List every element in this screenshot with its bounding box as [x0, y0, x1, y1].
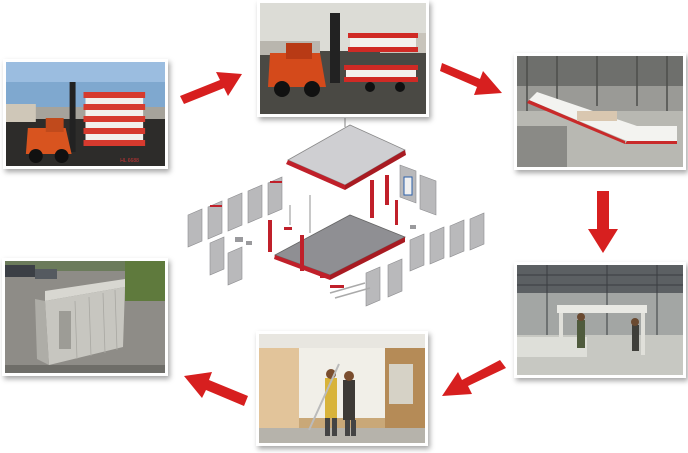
wall-panel [227, 246, 243, 286]
exploded-container-diagram [180, 115, 500, 315]
wall-panel [409, 233, 425, 272]
photo-forklift-transport [257, 0, 429, 117]
photo-finished-container [2, 258, 168, 376]
wall-panel [267, 176, 283, 216]
arrow-down-icon [588, 191, 618, 253]
photo-assembly-hall [514, 262, 686, 378]
photo-forklift-loading: HL 6688 [3, 59, 168, 169]
wall-panel [469, 212, 485, 251]
wall-panel [247, 184, 263, 224]
wall-panel [449, 219, 465, 258]
wall-panel [419, 174, 437, 216]
arrow-left-up-icon [184, 372, 248, 406]
photo-interior-fitting [256, 331, 428, 446]
arrow-right-icon [180, 72, 242, 104]
wall-panel [207, 200, 223, 240]
wall-panel [227, 192, 243, 232]
wall-panel [429, 226, 445, 265]
wall-panel [365, 266, 381, 307]
wall-panel [209, 236, 225, 276]
wall-panel [387, 258, 403, 298]
truck-plate-text: HL 6688 [120, 158, 139, 164]
arrow-left-down-icon [442, 360, 506, 396]
photo-factory-frames [514, 53, 686, 170]
arrow-right-down-icon [440, 63, 502, 95]
wall-panel [187, 208, 203, 248]
